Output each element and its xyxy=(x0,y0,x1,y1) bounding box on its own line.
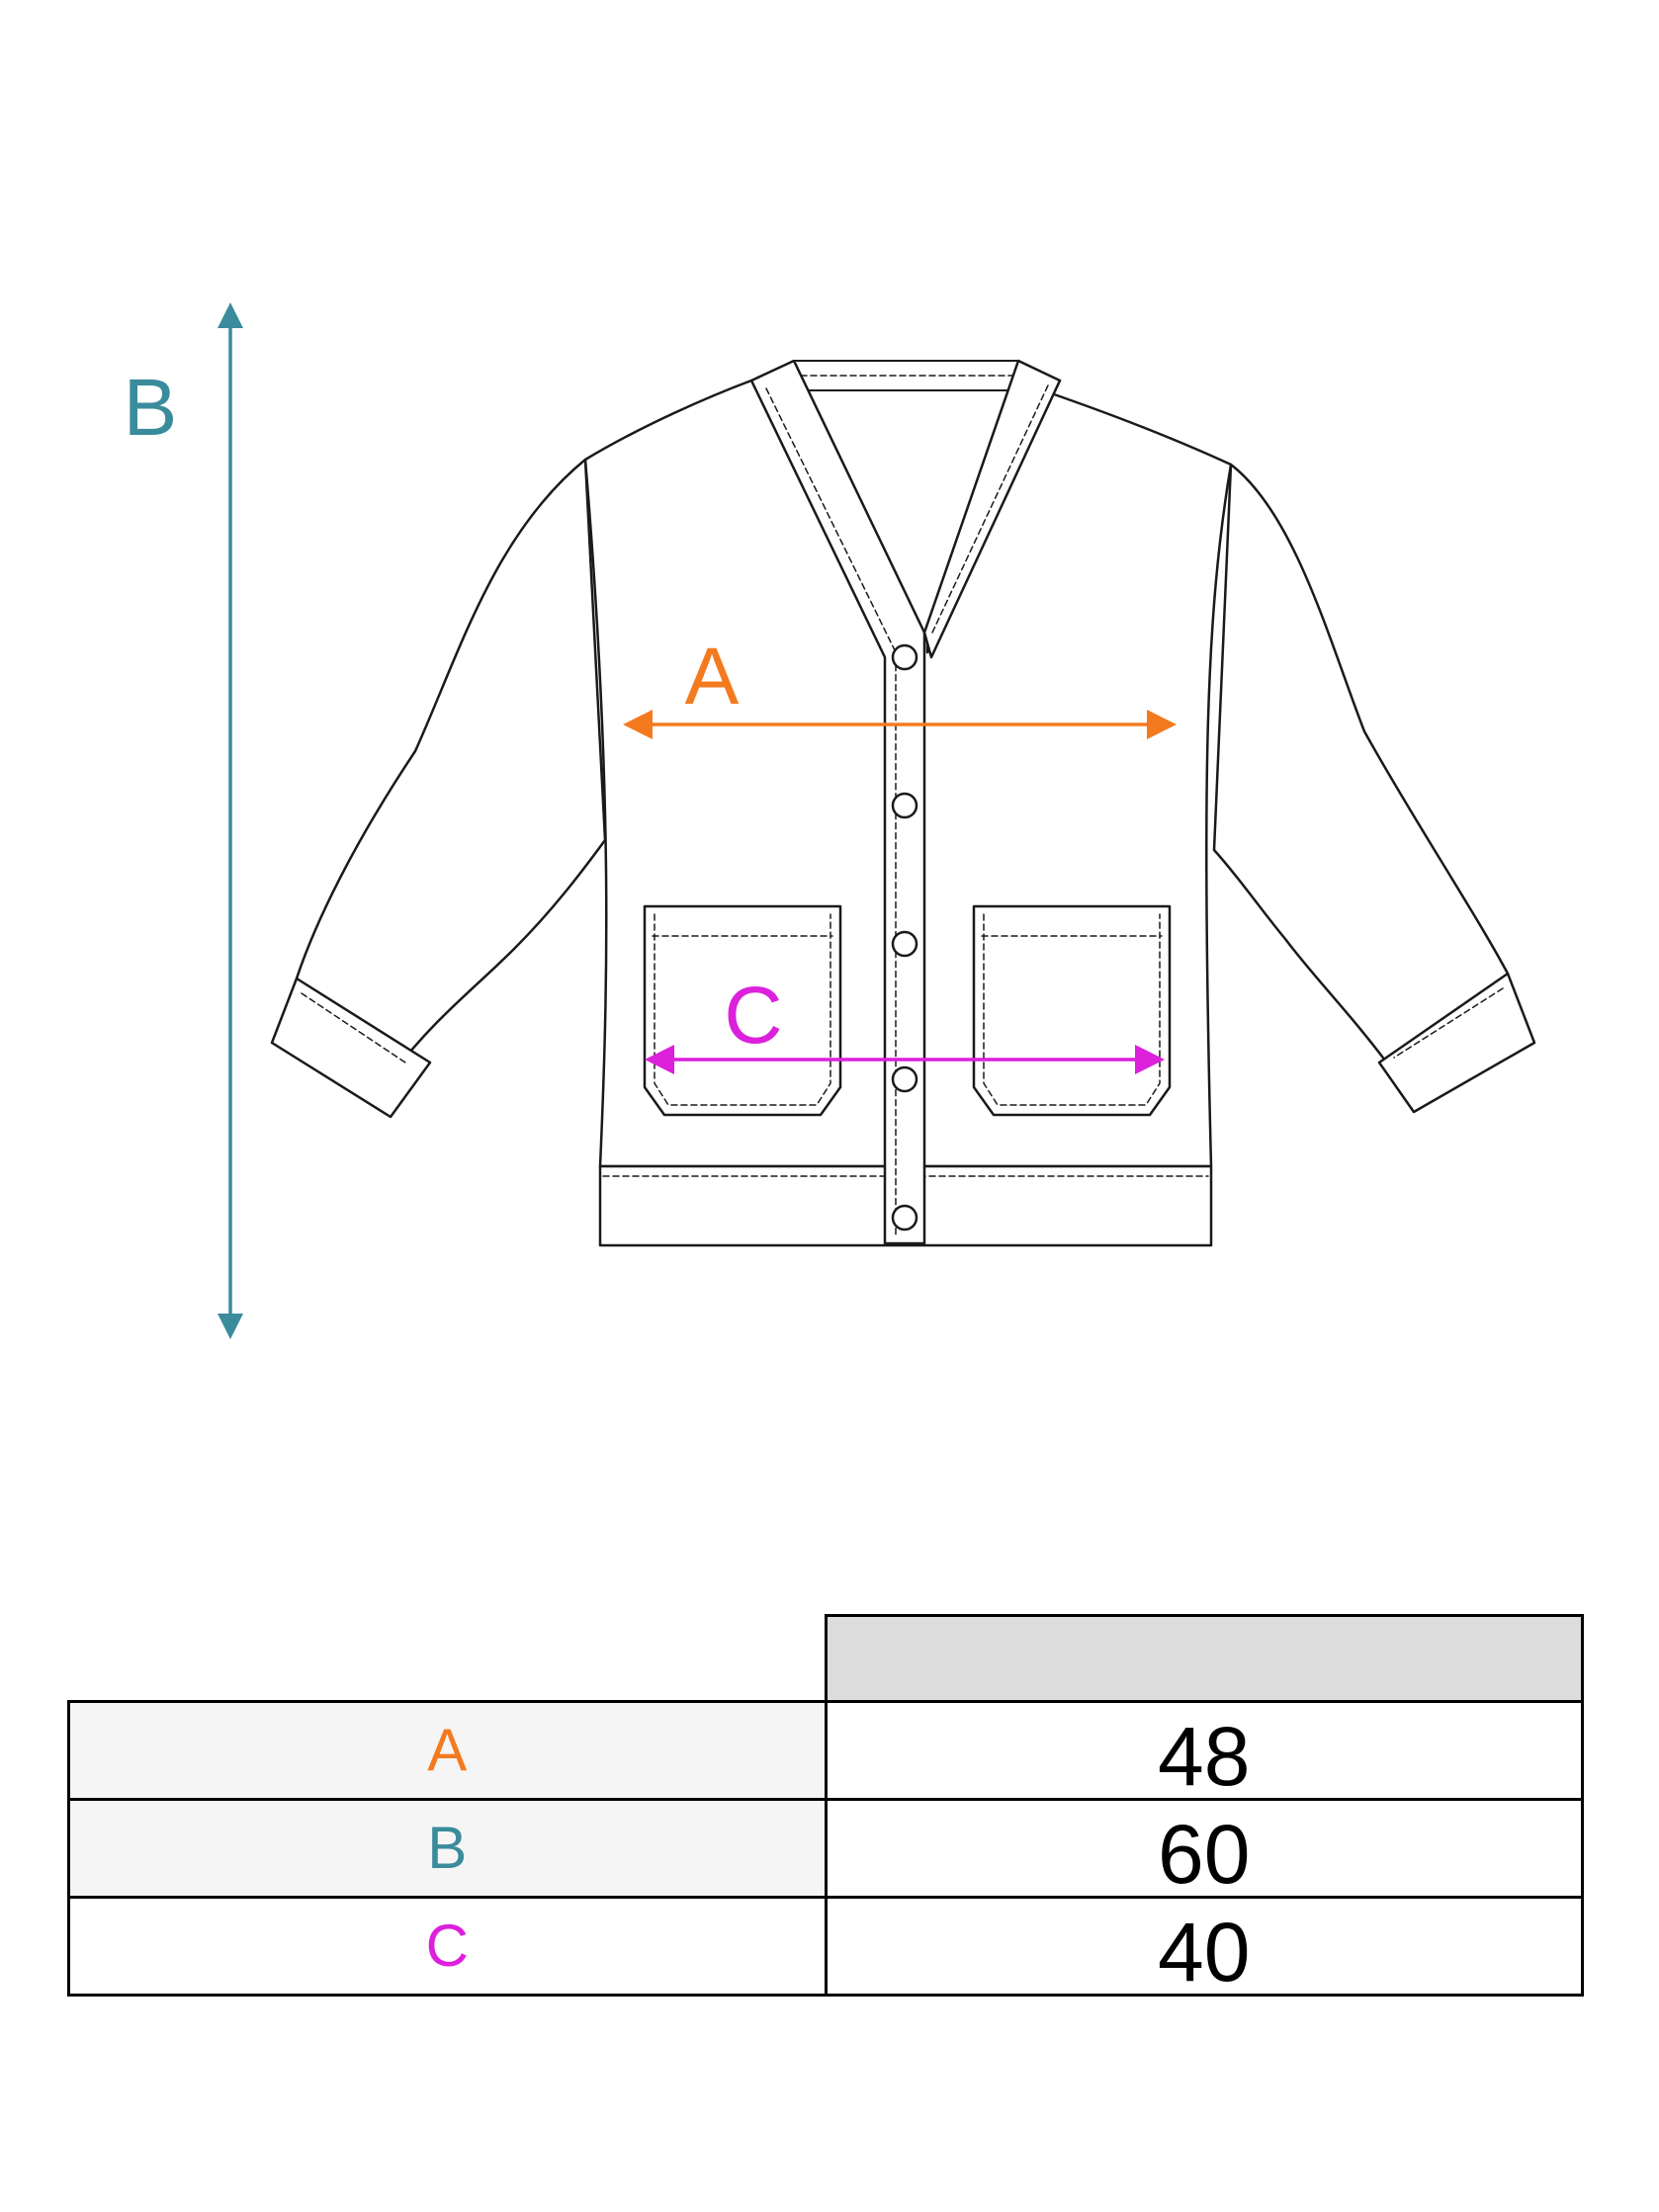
row-value-c: 40 xyxy=(824,1896,1584,1997)
measure-c-arrow xyxy=(645,1045,1165,1074)
cardigan-drawing xyxy=(270,359,1536,1247)
row-label-b: B xyxy=(67,1798,828,1899)
row-label-c: C xyxy=(67,1896,828,1997)
left-pocket xyxy=(643,904,842,1117)
button-4 xyxy=(891,1065,918,1093)
button-3 xyxy=(891,930,918,958)
measure-a-arrow xyxy=(623,710,1177,739)
row-value-b: 60 xyxy=(824,1798,1584,1899)
button-1 xyxy=(891,643,918,671)
size-table-header-row xyxy=(68,1614,1584,1703)
size-header-cell xyxy=(824,1614,1584,1703)
button-5 xyxy=(891,1204,918,1232)
corner-cell xyxy=(68,1615,828,1702)
right-pocket xyxy=(972,904,1172,1117)
measure-b-arrow xyxy=(218,302,243,1339)
row-label-a: A xyxy=(67,1700,828,1801)
size-row-a: A 48 xyxy=(67,1700,1584,1801)
size-table: A 48 B 60 C 40 xyxy=(67,1614,1584,1997)
right-cuff xyxy=(1377,972,1536,1114)
row-value-a: 48 xyxy=(824,1700,1584,1801)
cardigan-measurement-diagram: B A C xyxy=(124,302,1536,1339)
right-sleeve xyxy=(1212,463,1510,1074)
left-sleeve xyxy=(295,458,607,1074)
measure-b-label: B xyxy=(124,363,178,453)
button-2 xyxy=(891,792,918,819)
size-row-c: C 40 xyxy=(67,1896,1584,1997)
measure-c-label: C xyxy=(724,971,782,1061)
left-cuff xyxy=(270,977,432,1119)
left-placket xyxy=(749,359,926,1245)
size-row-b: B 60 xyxy=(67,1798,1584,1899)
measure-a-label: A xyxy=(685,632,740,722)
